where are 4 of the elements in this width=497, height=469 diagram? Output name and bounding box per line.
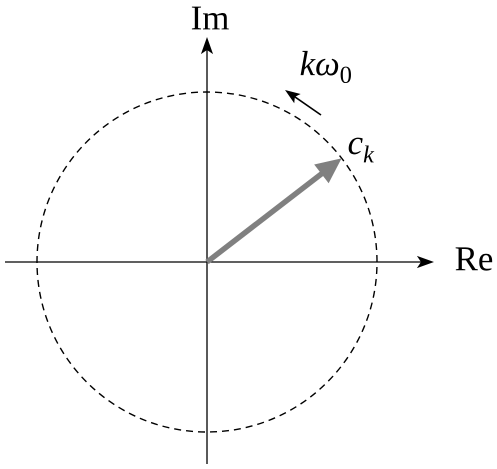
rotation-label: kω$_{0}$: [300, 50, 351, 84]
phasor-label: c$_{k}$: [348, 138, 374, 162]
axis-label: Re: [456, 247, 492, 271]
axis-label: Im: [192, 6, 229, 30]
